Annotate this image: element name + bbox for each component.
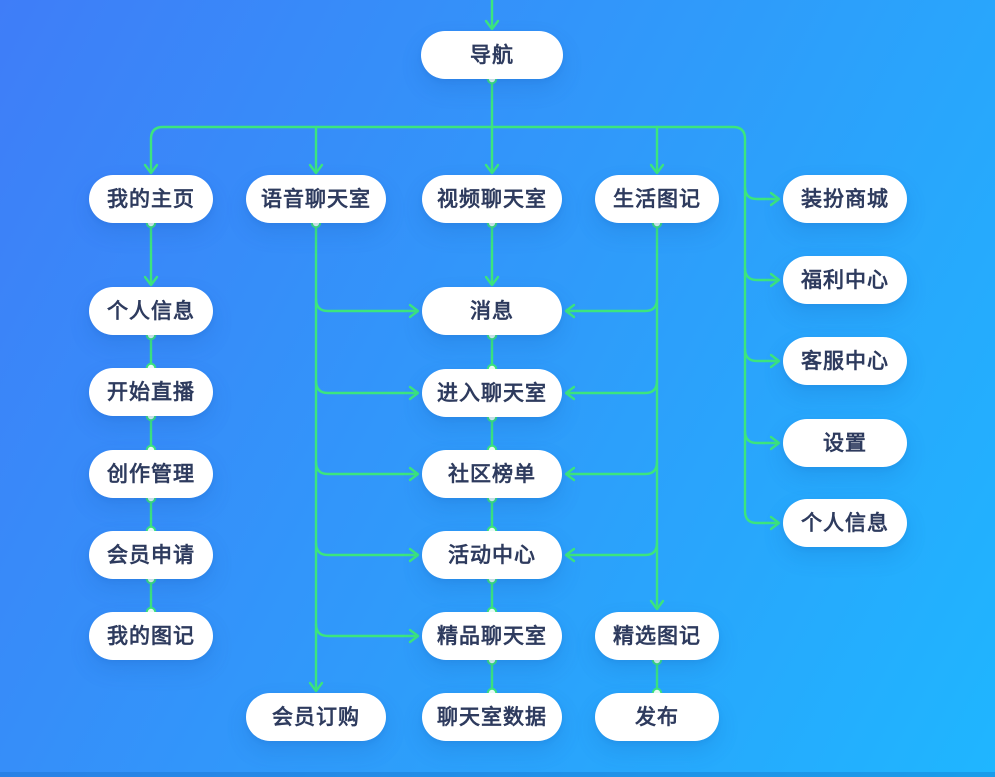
connector-line	[314, 460, 418, 476]
node-label: 生活图记	[613, 187, 701, 211]
node-nav[interactable]: 导航	[421, 31, 563, 79]
node-creation-management[interactable]: 创作管理	[89, 450, 213, 498]
connector-line	[743, 347, 779, 363]
arrowhead-icon	[308, 163, 324, 175]
arrowhead-icon	[408, 547, 420, 563]
arrowhead-icon	[564, 547, 576, 563]
node-profile-right[interactable]: 个人信息	[783, 499, 907, 547]
connector-line	[314, 541, 418, 557]
node-label: 会员订购	[272, 705, 360, 729]
arrowhead-icon	[408, 628, 420, 644]
node-video-chat-room[interactable]: 视频聊天室	[422, 175, 562, 223]
arrowhead-icon	[408, 303, 420, 319]
node-messages[interactable]: 消息	[422, 287, 562, 335]
arrowhead-icon	[408, 385, 420, 401]
connector-line	[743, 266, 779, 282]
node-label: 精选图记	[613, 624, 701, 648]
node-label: 客服中心	[801, 349, 889, 373]
arrowhead-icon	[308, 681, 324, 693]
arrowhead-icon	[769, 435, 781, 451]
node-start-live[interactable]: 开始直播	[89, 368, 213, 416]
connector-line	[566, 541, 659, 557]
node-label: 聊天室数据	[437, 705, 547, 729]
node-chat-room-data[interactable]: 聊天室数据	[422, 693, 562, 741]
node-customer-service-center[interactable]: 客服中心	[783, 337, 907, 385]
arrowhead-icon	[564, 303, 576, 319]
node-label: 设置	[823, 431, 867, 455]
node-my-home[interactable]: 我的主页	[89, 175, 213, 223]
arrowhead-icon	[484, 19, 500, 31]
arrowhead-icon	[769, 515, 781, 531]
node-label: 进入聊天室	[437, 381, 547, 405]
connector-line	[314, 622, 418, 638]
node-label: 社区榜单	[448, 462, 536, 486]
node-profile-left[interactable]: 个人信息	[89, 287, 213, 335]
connector-line	[566, 460, 659, 476]
node-member-subscribe[interactable]: 会员订购	[246, 693, 386, 741]
connector-line	[566, 297, 659, 313]
node-label: 我的主页	[107, 187, 195, 211]
arrowhead-icon	[484, 275, 500, 287]
arrowhead-icon	[769, 272, 781, 288]
node-settings[interactable]: 设置	[783, 419, 907, 467]
node-enter-chat-room[interactable]: 进入聊天室	[422, 369, 562, 417]
node-welfare-center[interactable]: 福利中心	[783, 256, 907, 304]
node-premium-chat-room[interactable]: 精品聊天室	[422, 612, 562, 660]
connector-line	[314, 379, 418, 395]
node-label: 导航	[470, 43, 514, 67]
node-label: 创作管理	[107, 462, 195, 486]
node-my-journal[interactable]: 我的图记	[89, 612, 213, 660]
node-member-apply[interactable]: 会员申请	[89, 531, 213, 579]
node-featured-journal[interactable]: 精选图记	[595, 612, 719, 660]
node-label: 个人信息	[801, 511, 889, 535]
arrowhead-icon	[143, 163, 159, 175]
node-label: 开始直播	[107, 380, 195, 404]
arrowhead-icon	[143, 275, 159, 287]
node-community-ranking[interactable]: 社区榜单	[422, 450, 562, 498]
node-label: 活动中心	[448, 543, 536, 567]
node-label: 我的图记	[107, 624, 195, 648]
node-voice-chat-room[interactable]: 语音聊天室	[246, 175, 386, 223]
connector-line	[566, 379, 659, 395]
node-label: 视频聊天室	[437, 187, 547, 211]
node-dress-up-mall[interactable]: 装扮商城	[783, 175, 907, 223]
node-label: 消息	[470, 299, 514, 323]
arrowhead-icon	[484, 163, 500, 175]
arrowhead-icon	[769, 353, 781, 369]
node-label: 装扮商城	[801, 187, 889, 211]
node-label: 福利中心	[801, 268, 889, 292]
arrowhead-icon	[408, 466, 420, 482]
connector-line	[314, 297, 418, 313]
node-label: 发布	[635, 705, 679, 729]
arrowhead-icon	[564, 385, 576, 401]
bottom-edge-strip	[0, 772, 995, 777]
arrowhead-icon	[564, 466, 576, 482]
node-label: 个人信息	[107, 299, 195, 323]
connector-line	[149, 125, 779, 525]
arrowhead-icon	[649, 599, 665, 611]
arrowhead-icon	[769, 191, 781, 207]
node-label: 语音聊天室	[261, 187, 371, 211]
node-label: 会员申请	[107, 543, 195, 567]
connector-line	[743, 429, 779, 445]
node-life-journal[interactable]: 生活图记	[595, 175, 719, 223]
node-label: 精品聊天室	[437, 624, 547, 648]
connector-line	[743, 185, 779, 201]
node-activity-center[interactable]: 活动中心	[422, 531, 562, 579]
node-publish[interactable]: 发布	[595, 693, 719, 741]
arrowhead-icon	[649, 163, 665, 175]
